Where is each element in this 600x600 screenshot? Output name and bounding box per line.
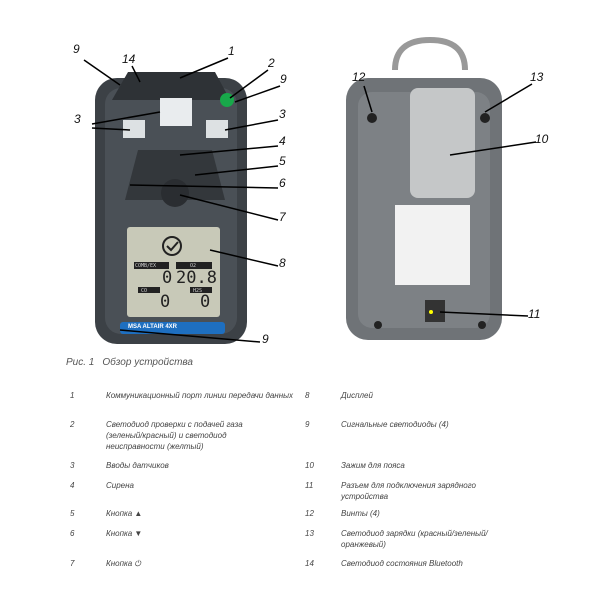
display-label-co: CO xyxy=(141,288,148,294)
legend-number: 14 xyxy=(305,559,314,568)
callout: 9 xyxy=(73,42,80,56)
device-overview-figure: COMB/EX O2 CO H2S 0 20.8 0 0 MSA ALTAIR … xyxy=(73,36,549,346)
display-value-h2s: 0 xyxy=(200,292,211,312)
legend-number: 9 xyxy=(305,420,310,429)
legend-number: 1 xyxy=(70,391,75,400)
callout: 7 xyxy=(279,210,286,224)
callout: 11 xyxy=(528,307,541,321)
legend-number: 2 xyxy=(70,420,75,429)
legend-number: 8 xyxy=(305,391,310,400)
gas-check-led xyxy=(220,93,234,107)
display-value-comb: 0 xyxy=(162,268,173,288)
belt-clip xyxy=(410,88,475,198)
device-brand: MSA ALTAIR 4XR xyxy=(128,324,177,330)
legend-text: Сирена xyxy=(106,481,134,490)
legend-text: Светодиод проверки с подачей газа (зелен… xyxy=(106,420,243,451)
device-illustration xyxy=(83,36,537,344)
legend-text: Зажим для пояса xyxy=(341,461,405,470)
caption-title: Обзор устройства xyxy=(102,357,193,368)
legend-text: Винты (4) xyxy=(341,509,380,518)
callout: 5 xyxy=(279,154,286,168)
callout: 13 xyxy=(530,70,544,84)
legend-number: 7 xyxy=(70,559,75,568)
legend-text: Сигнальные светодиоды (4) xyxy=(341,420,449,429)
legend-number: 11 xyxy=(305,481,314,490)
caption-number: Рис. 1 xyxy=(66,357,95,368)
callout: 4 xyxy=(279,134,286,148)
callout: 14 xyxy=(122,52,136,66)
legend-number: 3 xyxy=(70,461,75,470)
power-button xyxy=(161,179,189,207)
callout: 8 xyxy=(279,256,286,270)
front-device xyxy=(95,72,247,344)
callout: 9 xyxy=(262,332,269,346)
legend-number: 4 xyxy=(70,481,75,490)
display-label-o2: O2 xyxy=(190,263,197,269)
legend-number: 13 xyxy=(305,529,314,538)
legend-number: 10 xyxy=(305,461,314,470)
legend-text: Коммуникационный порт линии передачи дан… xyxy=(106,391,293,400)
legend-text: Светодиод зарядки (красный/зеленый/ оран… xyxy=(341,529,488,549)
legend-text: Дисплей xyxy=(341,391,373,400)
callout: 1 xyxy=(228,44,235,58)
charger-port xyxy=(425,300,445,322)
legend-number: 12 xyxy=(305,509,314,518)
callout: 12 xyxy=(352,70,366,84)
callout: 9 xyxy=(280,72,287,86)
legend-text: Вводы датчиков xyxy=(106,461,169,470)
legend-number: 6 xyxy=(70,529,75,538)
legend-number: 5 xyxy=(70,509,75,518)
legend-text: Разъем для подключения зарядного устройс… xyxy=(341,481,476,501)
display-label-h2s: H2S xyxy=(193,288,203,294)
display-value-co: 0 xyxy=(160,292,171,312)
callout: 3 xyxy=(74,112,81,126)
sensor-inlet xyxy=(160,98,192,126)
display xyxy=(127,227,220,317)
legend-text: Кнопка ⏻ xyxy=(106,559,141,568)
display-value-o2: 20.8 xyxy=(176,268,217,288)
back-device xyxy=(346,36,502,340)
callout: 10 xyxy=(535,132,549,146)
legend-text: Светодиод состояния Bluetooth xyxy=(341,559,463,568)
callout: 2 xyxy=(268,56,275,70)
callout: 3 xyxy=(279,107,286,121)
figure-caption: Рис. 1 Обзор устройства xyxy=(66,357,201,368)
legend-text: Кнопка ▼ xyxy=(106,529,143,538)
legend-text: Кнопка ▲ xyxy=(106,509,143,518)
callout: 6 xyxy=(279,176,286,190)
display-label-comb: COMB/EX xyxy=(135,263,157,269)
